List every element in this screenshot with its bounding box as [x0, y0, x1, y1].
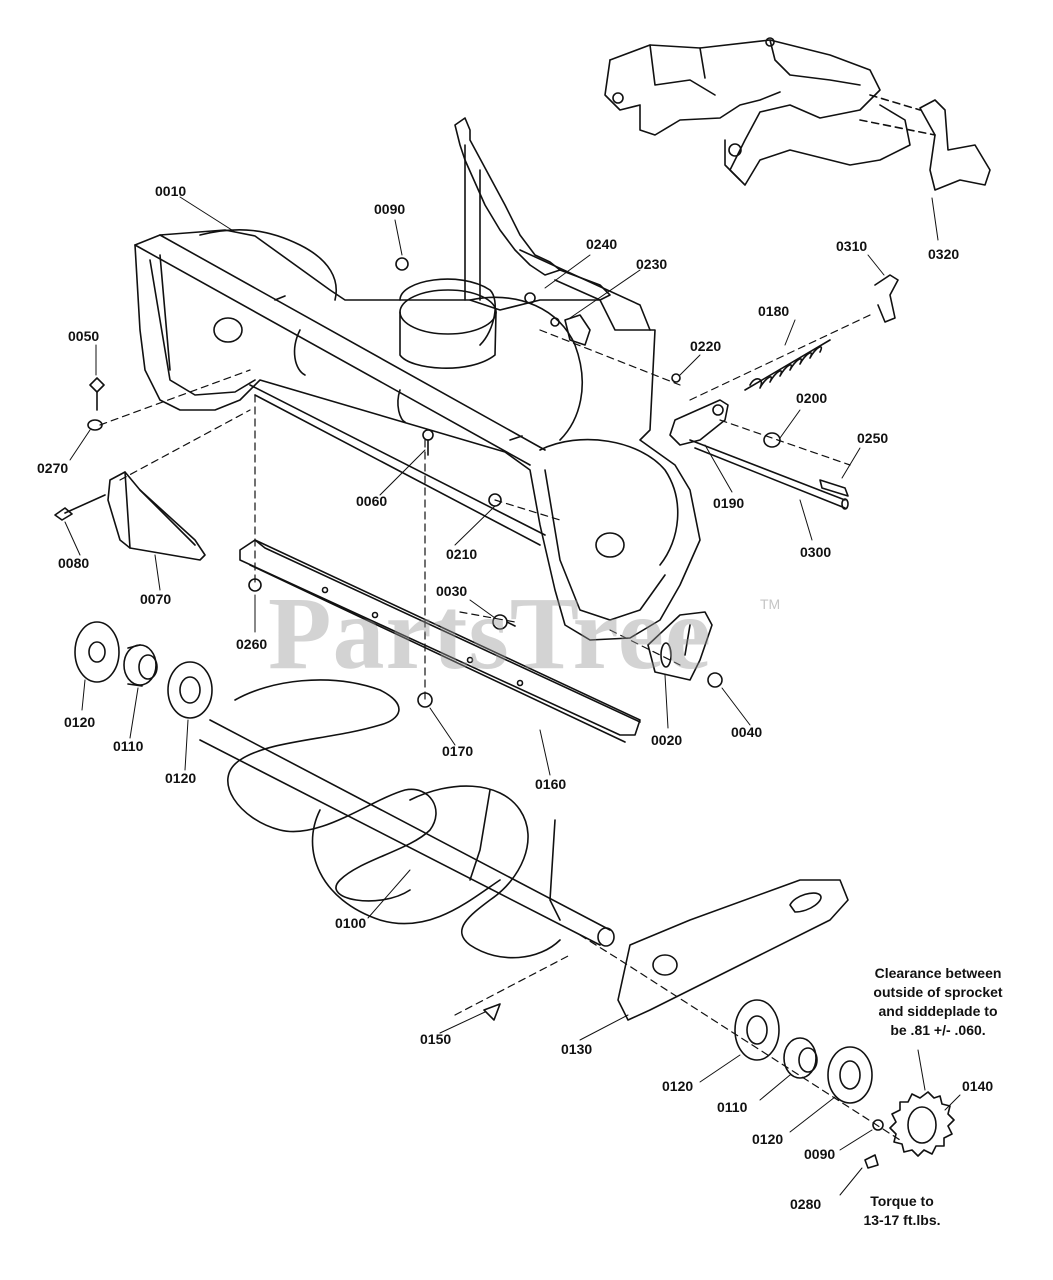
clearance-note-line: and siddeplade to [878, 1003, 998, 1019]
lift-frame [604, 37, 991, 191]
part-label-0120[interactable]: 0120 [165, 770, 197, 786]
auger [199, 679, 615, 959]
part-label-0310[interactable]: 0310 [836, 238, 868, 254]
slide-shoe [647, 611, 713, 681]
part-label-0300[interactable]: 0300 [800, 544, 832, 560]
lock-nut [483, 1003, 501, 1021]
part-label-0110[interactable]: 0110 [717, 1099, 748, 1115]
part-label-0250[interactable]: 0250 [857, 430, 889, 446]
part-label-0120[interactable]: 0120 [662, 1078, 694, 1094]
hardware-fasteners [54, 257, 884, 1169]
part-label-0200[interactable]: 0200 [796, 390, 828, 406]
part-label-0090[interactable]: 0090 [804, 1146, 836, 1162]
clearance-note: Clearance between outside of sprocket an… [848, 964, 1028, 1040]
part-label-0110[interactable]: 0110 [113, 738, 144, 754]
part-label-0170[interactable]: 0170 [442, 743, 474, 759]
chute-rod [454, 117, 651, 346]
part-label-0080[interactable]: 0080 [58, 555, 90, 571]
part-label-0210[interactable]: 0210 [446, 546, 478, 562]
side-plate [617, 879, 849, 1021]
part-label-0320[interactable]: 0320 [928, 246, 960, 262]
part-label-0220[interactable]: 0220 [690, 338, 722, 354]
torque-note-line: Torque to [870, 1193, 934, 1209]
part-label-0010[interactable]: 0010 [155, 183, 187, 199]
spring-rod [744, 274, 899, 391]
skid-shoe [107, 471, 206, 561]
clearance-note-line: be .81 +/- .060. [890, 1022, 986, 1038]
auger-housing [134, 229, 701, 641]
torque-note: Torque to 13-17 ft.lbs. [842, 1192, 962, 1230]
part-label-0050[interactable]: 0050 [68, 328, 100, 344]
part-label-0180[interactable]: 0180 [758, 303, 790, 319]
scraper-bar [239, 539, 641, 743]
part-label-0020[interactable]: 0020 [651, 732, 683, 748]
part-label-0230[interactable]: 0230 [636, 256, 668, 272]
part-label-0100[interactable]: 0100 [335, 915, 367, 931]
clearance-note-line: Clearance between [874, 965, 1002, 981]
part-label-0070[interactable]: 0070 [140, 591, 172, 607]
part-label-0120[interactable]: 0120 [64, 714, 96, 730]
part-label-0120[interactable]: 0120 [752, 1131, 784, 1147]
part-label-0150[interactable]: 0150 [420, 1031, 452, 1047]
part-label-0140[interactable]: 0140 [962, 1078, 994, 1094]
part-label-0130[interactable]: 0130 [561, 1041, 593, 1057]
part-label-0160[interactable]: 0160 [535, 776, 567, 792]
torque-note-line: 13-17 ft.lbs. [863, 1212, 941, 1228]
adjuster-bracket [669, 399, 849, 510]
part-label-0060[interactable]: 0060 [356, 493, 388, 509]
partstree-watermark: PartsTree [268, 576, 713, 691]
clearance-note-line: outside of sprocket [873, 984, 1003, 1000]
part-label-0260[interactable]: 0260 [236, 636, 268, 652]
part-label-0040[interactable]: 0040 [731, 724, 763, 740]
bearing-set-left [74, 621, 213, 719]
part-label-0190[interactable]: 0190 [713, 495, 745, 511]
part-label-0270[interactable]: 0270 [37, 460, 69, 476]
part-label-0240[interactable]: 0240 [586, 236, 618, 252]
part-label-0030[interactable]: 0030 [436, 583, 468, 599]
part-label-0090[interactable]: 0090 [374, 201, 406, 217]
leader-lines [64, 196, 961, 1196]
trademark-mark: TM [760, 596, 781, 612]
part-label-0280[interactable]: 0280 [790, 1196, 822, 1212]
bearing-set-right [734, 999, 873, 1104]
assembly-guide-lines [99, 314, 901, 1141]
sprocket [889, 1091, 955, 1157]
